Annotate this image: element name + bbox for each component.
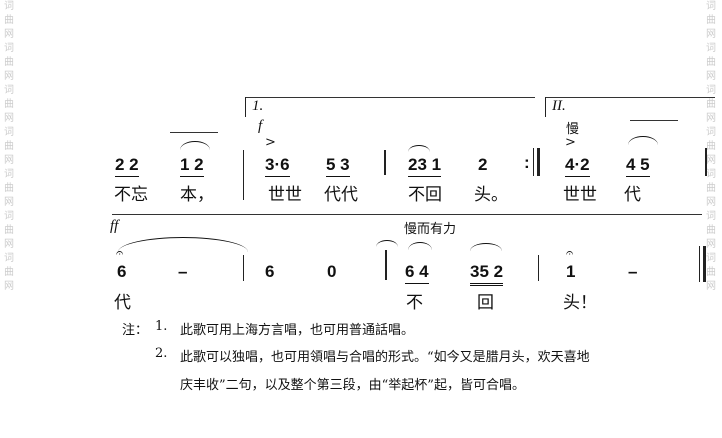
fermata: 𝄐 [566, 246, 574, 261]
note: – [628, 262, 638, 281]
volta-1-line [245, 97, 535, 98]
note: 6 [265, 262, 275, 281]
lyric: 代 [114, 293, 131, 313]
volta-1-label: 1. [252, 98, 264, 114]
dynamic-f: f [258, 118, 263, 134]
repeat-dots: : [524, 153, 530, 172]
watermark-left: 词曲网词曲网词曲网词曲网词曲网词曲网词曲网 [4, 1, 14, 292]
volta-2-line [545, 97, 715, 98]
phrase-line [112, 214, 702, 215]
slur [180, 141, 210, 150]
barline [384, 150, 386, 175]
lyric: 不回 [408, 185, 442, 205]
note-1-text: 此歌可用上海方言唱，也可用普通話唱。 [180, 323, 415, 338]
note-group: 4 5 [626, 155, 650, 177]
barline [538, 255, 539, 281]
fermata: 𝄐 [116, 246, 124, 261]
slur [118, 237, 248, 252]
note-group: 6 4 [405, 262, 429, 284]
accent: > [265, 135, 276, 150]
note-group: 35 2 [470, 262, 504, 286]
lyric: 世世 [563, 185, 597, 205]
notes-label: 注： [122, 323, 149, 338]
note-group: 2 2 [115, 155, 139, 177]
dynamic-ff: ff [110, 218, 119, 234]
note: – [178, 262, 188, 281]
crescendo-mark [630, 120, 678, 121]
note: 2 [478, 155, 488, 174]
note-2-continuation: 庆丰收”二句，以及整个第三段，由“举起杯”起，皆可合唱。 [180, 378, 525, 393]
note-group: 23 1 [408, 155, 442, 177]
tempo-mark: 慢 [566, 122, 580, 137]
volta-1-edge [245, 97, 246, 117]
lyric: 世世 [268, 185, 302, 205]
barline [243, 255, 244, 281]
note: 0 [327, 262, 337, 281]
barline [243, 150, 244, 200]
final-barline [699, 246, 700, 282]
note: 1 [566, 262, 576, 281]
note-group: 4·2 [565, 155, 590, 177]
lyric: 代 [624, 185, 641, 205]
slur [408, 145, 430, 152]
lyric: 回 [477, 293, 494, 313]
volta-2-edge [545, 97, 546, 117]
slur [408, 242, 432, 250]
watermark-right: 词曲网词曲网词曲网词曲网词曲网词曲网词曲网 [706, 1, 716, 292]
repeat-barline [537, 148, 540, 176]
lyric: 本， [180, 185, 214, 205]
barline [705, 148, 707, 176]
lyric: 代代 [324, 185, 358, 205]
note-group: 5 3 [326, 155, 350, 177]
note: 6 [117, 262, 127, 281]
lyric: 头！ [563, 293, 597, 313]
tempo-mark: 慢而有力 [404, 222, 457, 237]
final-barline [703, 246, 706, 282]
slur [376, 240, 398, 247]
note-2-text: 此歌可以独唱，也可用領唱与合唱的形式。“如今又是腊月头，欢天喜地 [180, 350, 590, 365]
crescendo-mark [170, 132, 218, 133]
slur [628, 136, 658, 145]
lyric: 不忘 [114, 185, 148, 205]
barline [385, 250, 387, 280]
lyric: 不 [406, 293, 423, 313]
slur [470, 243, 502, 251]
accent: > [565, 135, 576, 150]
note-group: 1 2 [180, 155, 204, 177]
lyric: 头。 [474, 185, 508, 205]
note-group: 3·6 [265, 155, 290, 177]
note-1-number: 1. [155, 319, 168, 334]
repeat-barline [533, 148, 534, 176]
volta-2-label: II. [552, 98, 566, 114]
note-2-number: 2. [155, 346, 168, 361]
